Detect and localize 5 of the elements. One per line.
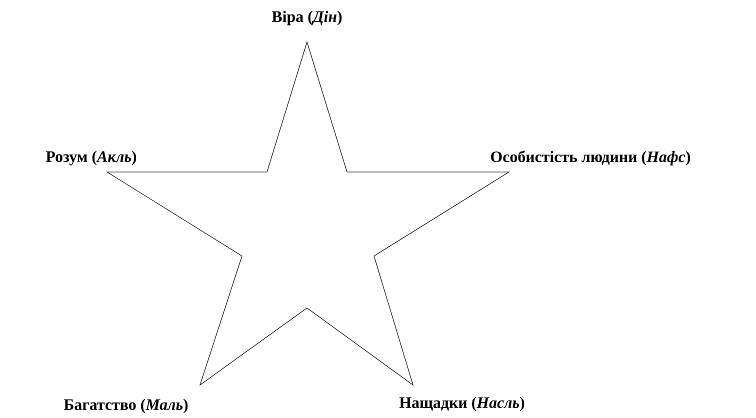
- star-point-label: Віра (Дін): [272, 10, 342, 26]
- star-point-label: Нащадки (Насль): [399, 396, 524, 412]
- star-point-label: Розум (Акль): [46, 150, 136, 166]
- star-point-label: Багатство (Маль): [64, 398, 188, 414]
- star-point-label: Особистість людини (Нафс): [490, 150, 690, 166]
